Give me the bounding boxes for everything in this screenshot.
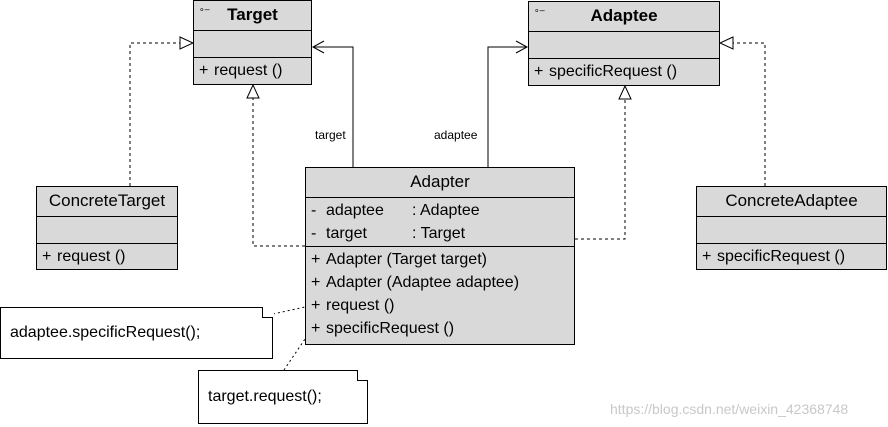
operation-text: specificRequest () <box>549 63 678 80</box>
note-anchor-target-call <box>283 338 306 371</box>
attribute-row: -target : Target <box>311 222 574 245</box>
class-adaptee-operations: + specificRequest () <box>529 59 719 83</box>
class-concrete-target-attributes <box>37 217 177 244</box>
class-concrete-target-operations: + request () <box>37 244 177 268</box>
association-arrowhead <box>515 40 529 54</box>
operation-row: + specificRequest () <box>311 317 574 340</box>
operation-text: request () <box>326 297 395 314</box>
class-target[interactable]: ∘– Target + request () <box>193 0 312 85</box>
visibility: + <box>311 251 321 268</box>
realization-adapter-target <box>252 98 305 247</box>
interface-icon: ∘– <box>534 5 545 15</box>
class-adapter-name: Adapter <box>306 168 574 198</box>
note-anchor-adaptee-call <box>272 306 306 315</box>
operation-text: Adapter (Adaptee adaptee) <box>326 274 520 291</box>
operation-row: + specificRequest () <box>534 60 719 83</box>
interface-icon: ∘– <box>199 4 210 14</box>
visibility: - <box>311 202 317 219</box>
operation-text: request () <box>214 62 283 79</box>
realization-arrowhead <box>246 83 260 99</box>
class-concrete-adaptee-operations: + specificRequest () <box>697 244 886 268</box>
realization-concretetarget-target <box>129 42 180 186</box>
realization-arrowhead <box>618 84 632 100</box>
operation-row: + Adapter (Adaptee adaptee) <box>311 271 574 294</box>
operation-row: + request () <box>42 245 177 268</box>
visibility: - <box>311 225 317 242</box>
note-target-call[interactable]: target.request(); <box>198 369 369 424</box>
class-adapter-operations: + Adapter (Target target) + Adapter (Adapt… <box>306 247 574 340</box>
visibility: + <box>702 248 712 265</box>
operation-text: Adapter (Target target) <box>326 251 487 268</box>
class-concrete-adaptee[interactable]: ConcreteAdaptee + specificRequest () <box>696 186 887 270</box>
operation-row: + specificRequest () <box>702 245 886 268</box>
note-fold-corner <box>262 307 273 318</box>
operation-row: + Adapter (Target target) <box>311 248 574 271</box>
realization-arrowhead <box>718 36 734 50</box>
visibility: + <box>311 320 321 337</box>
class-target-header: ∘– Target <box>194 1 311 31</box>
realization-concreteadaptee-adaptee <box>733 42 766 186</box>
visibility: + <box>42 248 52 265</box>
realization-arrowhead <box>179 36 195 50</box>
attribute-name: adaptee <box>326 202 384 219</box>
class-target-attributes <box>194 31 311 58</box>
class-adaptee-header: ∘– Adaptee <box>529 2 719 32</box>
attribute-row: -adaptee : Adaptee <box>311 199 574 222</box>
operation-text: specificRequest () <box>326 320 455 337</box>
class-concrete-adaptee-attributes <box>697 217 886 244</box>
association-label-adaptee: adaptee <box>434 128 478 142</box>
operation-row: + request () <box>311 294 574 317</box>
note-fold-corner <box>357 370 368 381</box>
association-arrowhead <box>311 40 325 54</box>
visibility: + <box>311 274 321 291</box>
note-text: adaptee.specificRequest(); <box>10 324 201 341</box>
visibility: + <box>311 297 321 314</box>
class-adapter-attributes: -adaptee : Adaptee -target : Target <box>306 198 574 247</box>
class-target-operations: + request () <box>194 58 311 82</box>
class-adaptee-attributes <box>529 32 719 59</box>
association-label-target: target <box>315 128 346 142</box>
watermark: https://blog.csdn.net/weixin_42368748 <box>610 401 849 417</box>
operation-text: request () <box>57 248 126 265</box>
note-adaptee-call[interactable]: adaptee.specificRequest(); <box>0 306 274 359</box>
attribute-type: : Adaptee <box>412 202 480 219</box>
association-adapter-adaptee <box>487 46 527 167</box>
visibility: + <box>199 62 209 79</box>
class-concrete-target-name: ConcreteTarget <box>37 187 177 217</box>
operation-row: + request () <box>199 59 311 82</box>
attribute-type: : Target <box>412 225 466 242</box>
note-text: target.request(); <box>208 388 322 405</box>
association-adapter-target <box>313 46 354 167</box>
class-adaptee-name: Adaptee <box>590 6 658 25</box>
operation-text: specificRequest () <box>717 248 846 265</box>
class-adaptee[interactable]: ∘– Adaptee + specificRequest () <box>528 1 720 86</box>
class-target-name: Target <box>227 5 278 24</box>
class-concrete-adaptee-name: ConcreteAdaptee <box>697 187 886 217</box>
realization-adapter-adaptee <box>575 99 626 240</box>
visibility: + <box>534 63 544 80</box>
class-concrete-target[interactable]: ConcreteTarget + request () <box>36 186 178 270</box>
class-adapter[interactable]: Adapter -adaptee : Adaptee -target : Targe… <box>305 167 575 345</box>
attribute-name: target <box>326 225 367 242</box>
